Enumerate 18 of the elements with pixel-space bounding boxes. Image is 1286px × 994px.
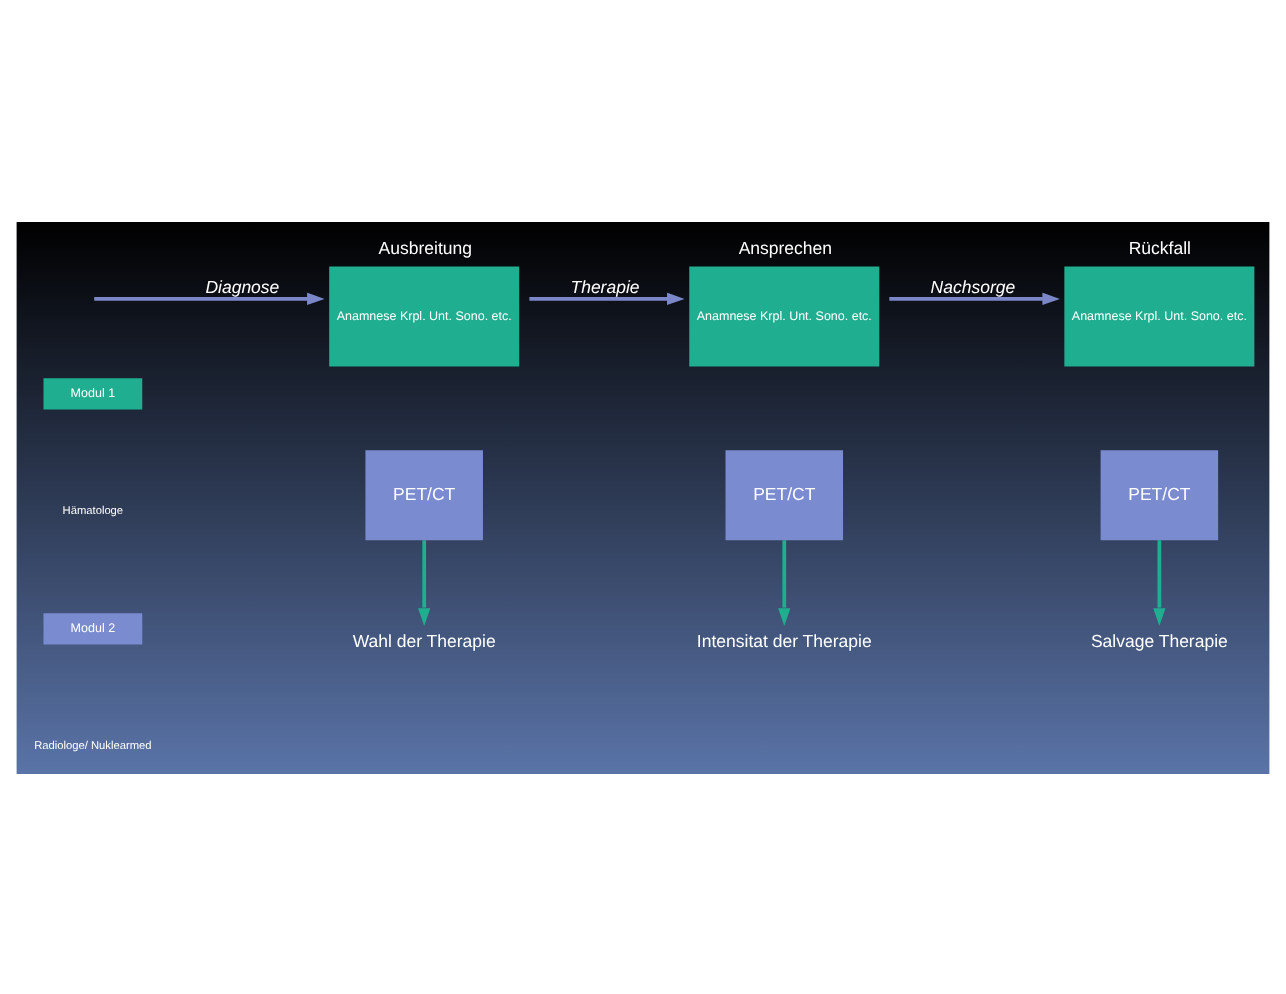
edge-label: Diagnose	[205, 275, 280, 296]
node-label: Ansprechen	[738, 237, 833, 258]
node-box: PET/CT	[725, 449, 844, 540]
node-label: Rückfall	[1128, 237, 1191, 258]
edge-label: Nachsorge	[930, 275, 1016, 296]
arrow	[418, 539, 431, 625]
node-text: Intensitat der Therapie	[696, 630, 872, 651]
node-text: Salvage Therapie	[1090, 630, 1228, 651]
arrow	[778, 539, 791, 625]
edge-label: Therapie	[570, 275, 640, 296]
node-label: Ausbreitung	[378, 237, 472, 258]
arrow	[1153, 539, 1166, 625]
node-text: Wahl der Therapie	[352, 630, 496, 651]
node-box: PET/CT	[1100, 449, 1219, 540]
arrow	[529, 291, 685, 305]
arrow	[889, 291, 1060, 305]
node-box: PET/CT	[365, 449, 483, 540]
arrow	[94, 291, 325, 305]
